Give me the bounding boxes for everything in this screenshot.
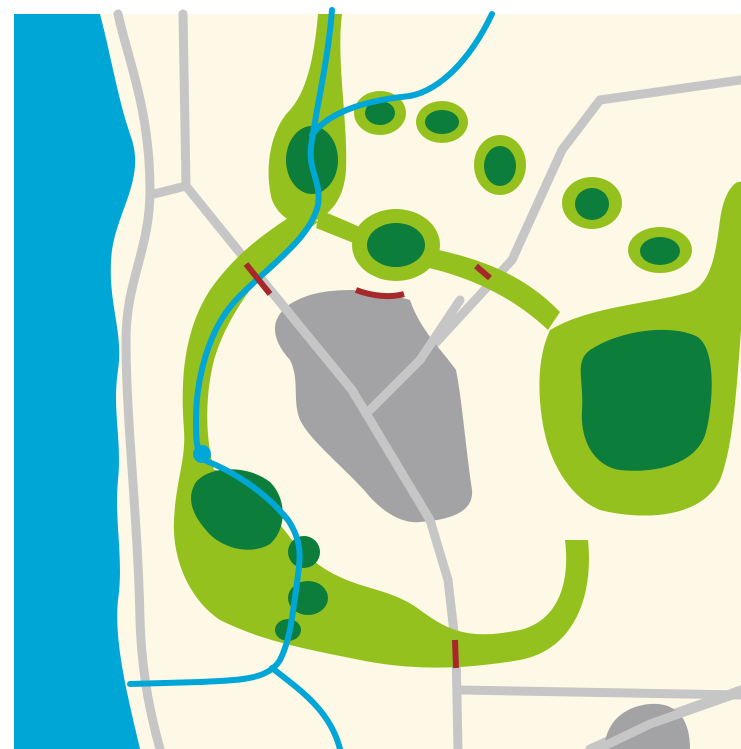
crossing-central [354,287,405,300]
road-south [455,685,741,700]
forest-east [580,329,712,471]
forest-dot-2 [425,110,459,134]
forest-south-1 [288,536,320,568]
road-small-urban [593,687,741,749]
road-north-a [178,9,191,191]
crossing-south [452,639,459,669]
forest-dot-5 [640,237,680,265]
sea [14,14,140,749]
green-eastern-arm [420,246,560,330]
forest-dot-3 [484,146,516,186]
road-coastal [113,9,165,749]
river [127,7,495,749]
forest-dot-1 [365,101,395,125]
crossing-west [243,262,273,296]
crossing-east [474,263,492,281]
river-branch-northeast [309,11,495,138]
roads-over-city [257,275,465,525]
road-junction-a [145,181,191,200]
river-main [127,7,335,687]
wildlife-crossings [243,262,492,669]
forest-central [367,223,425,267]
green-western-arc [173,210,589,668]
forest-dot-4 [575,188,609,220]
forest-patches [191,101,712,641]
road-city-northeast [365,295,465,415]
road-city-diagonal [257,275,435,525]
river-pond [193,445,211,463]
river-branch-south [269,665,343,749]
